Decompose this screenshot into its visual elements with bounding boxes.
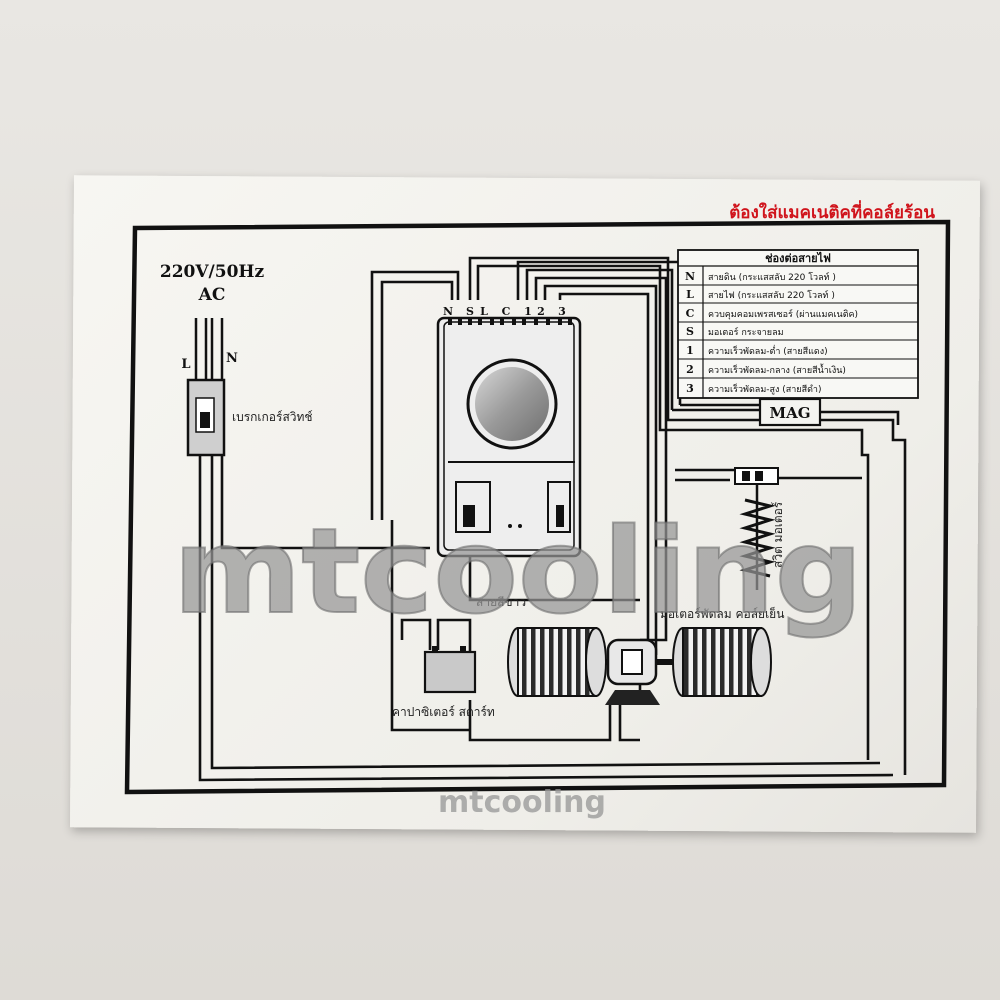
legend-key: S <box>686 325 694 338</box>
legend-title: ช่องต่อสายไฟ <box>765 251 831 265</box>
breaker-switch <box>186 378 226 457</box>
terminal-n: N <box>443 305 453 318</box>
breaker-label: เบรกเกอร์สวิทช์ <box>232 410 313 424</box>
watermark-large: mtcooling <box>173 502 863 640</box>
legend-key: L <box>686 288 694 301</box>
legend-text: ความเร็วพัดลม-กลาง (สายสีน้ำเงิน) <box>708 363 846 376</box>
terminal-3: 3 <box>558 305 566 318</box>
ac-label: AC <box>198 285 226 305</box>
neutral-label: N <box>226 351 238 366</box>
legend-text: ความเร็วพัดลม-สูง (สายสีดำ) <box>708 382 821 395</box>
legend-text: ควบคุมคอมเพรสเซอร์ (ผ่านแมคเนติค) <box>708 308 858 320</box>
legend-text: ความเร็วพัดลม-ต่ำ (สายสีแดง) <box>708 344 828 357</box>
motor-switch <box>734 467 779 590</box>
legend-key: 3 <box>686 382 694 395</box>
legend-key: C <box>686 307 695 320</box>
legend-rows: N สายดิน (กระแสสลับ 220 โวลท์ ) L สายไฟ … <box>685 270 858 395</box>
fan-motor <box>507 627 772 705</box>
legend-text: มอเตอร์ กระจายลม <box>708 326 784 338</box>
watermark-small: mtcooling <box>438 785 606 820</box>
warning-text: ต้องใส่แมคเนติคที่คอล์ยร้อน <box>729 200 935 223</box>
terminal-s: S <box>466 305 474 318</box>
legend-table: ช่องต่อสายไฟ <box>677 249 919 399</box>
legend-text: สายไฟ (กระแสสลับ 220 โวลท์ ) <box>708 289 835 301</box>
voltage-label: 220V/50Hz <box>160 262 265 282</box>
legend-key: 2 <box>686 363 694 376</box>
fan-motor-label: มอเตอร์พัดลม คอล์ยเย็น <box>660 606 784 621</box>
terminal-l: L <box>480 305 488 318</box>
legend-key: 1 <box>686 344 694 357</box>
main-wiring <box>198 256 907 782</box>
start-capacitor <box>423 646 477 694</box>
capacitor-label: คาปาซิเตอร์ สตาร์ท <box>392 705 495 719</box>
terminal-labels: N S L C 1 2 3 <box>443 305 566 318</box>
terminal-2: 2 <box>537 305 545 318</box>
mag-contactor: MAG <box>758 397 822 427</box>
legend-key: N <box>685 270 695 283</box>
white-wire-label: สายสีขาว <box>476 595 526 609</box>
motor-switch-label: สวิต มอเตอร์ <box>771 501 785 568</box>
legend-text: สายดิน (กระแสสลับ 220 โวลท์ ) <box>708 271 836 283</box>
outer-frame <box>124 219 951 795</box>
terminal-c: C <box>502 305 511 318</box>
line-label: L <box>181 357 190 372</box>
terminal-1: 1 <box>524 305 532 318</box>
thermostat <box>436 316 582 558</box>
power-drop-wires <box>194 318 224 390</box>
mag-label: MAG <box>769 404 810 422</box>
